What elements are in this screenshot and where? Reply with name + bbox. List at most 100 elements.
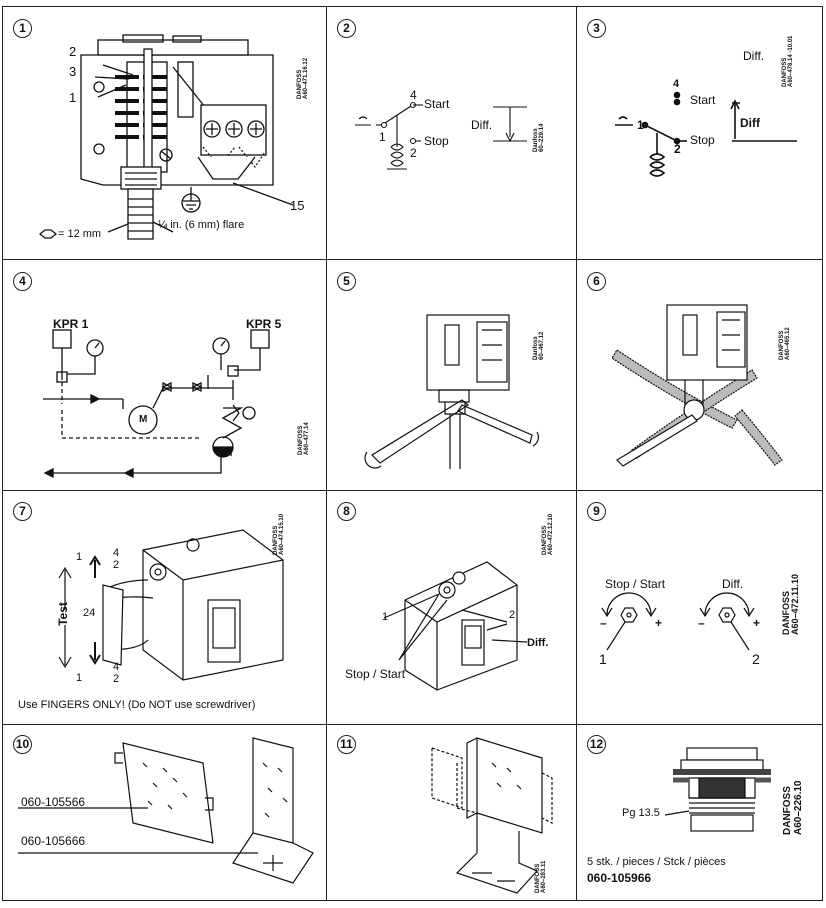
- motor-label: M: [139, 414, 148, 425]
- plus-left: +: [655, 616, 663, 630]
- terminal-2-top: 2: [113, 559, 120, 571]
- terminal-1-top: 1: [76, 551, 83, 563]
- panel-1: 1: [3, 7, 325, 258]
- start-label: Start: [690, 93, 716, 107]
- part-number: 060-105966: [587, 871, 652, 885]
- callout-1: 1: [69, 90, 77, 105]
- terminal-1-bottom: 1: [76, 672, 83, 684]
- label-1: 1: [599, 651, 607, 667]
- terminal-1: 1: [637, 118, 644, 132]
- plus-right: +: [753, 616, 761, 630]
- terminal-2: 2: [410, 146, 417, 160]
- diff-label: Diff: [740, 116, 760, 130]
- terminal-4-bottom: 4: [113, 661, 120, 673]
- diff-label: Diff.: [527, 637, 549, 649]
- start-label: Start: [424, 97, 450, 111]
- fingers-only-note: Use FINGERS ONLY! (Do NOT use screwdrive…: [18, 699, 256, 711]
- refrigeration-circuit-diagram: [43, 329, 270, 479]
- diff-top-label: Diff.: [743, 49, 765, 63]
- stop-label: Stop: [690, 133, 715, 147]
- test-label: Test: [55, 602, 70, 626]
- panel-10: 10 060-105566 060-105666: [3, 723, 325, 901]
- panel-number: 12: [587, 735, 606, 754]
- panel-number: 6: [587, 272, 606, 291]
- label-2: 2: [509, 609, 516, 621]
- mounting-brackets-illustration: [18, 737, 314, 884]
- panel-9: 9 Stop / Start Diff. – + – + 1 2 DANFOSS…: [577, 490, 823, 721]
- pg-size-label: Pg 13.5: [622, 807, 660, 819]
- instruction-grid: [2, 6, 823, 901]
- part-number-2: 060-105666: [21, 834, 86, 848]
- panel-number: 10: [13, 735, 32, 754]
- panel-7: 7 Test 1 4 2 24 1 4 2 Use FINGERS ONLY! …: [3, 490, 325, 721]
- adjustment-direction-diagram: [601, 592, 755, 651]
- part-number-1: 060-105566: [21, 795, 86, 809]
- pressure-switch-cutaway-diagram: [38, 34, 294, 240]
- terminal-1: 1: [379, 130, 386, 144]
- minus-left: –: [600, 616, 607, 630]
- quantity-line: 5 stk. / pieces / Stck / pièces: [587, 856, 726, 868]
- panel-number: 4: [13, 272, 32, 291]
- grid-divider: [3, 259, 822, 260]
- terminal-4: 4: [673, 78, 680, 90]
- panel-number: 1: [13, 19, 32, 38]
- grid-divider: [3, 490, 822, 491]
- grid-divider: [576, 7, 577, 900]
- panel-number: 8: [337, 502, 356, 521]
- setting-spindles-illustration: [383, 561, 528, 691]
- grid-divider: [3, 724, 822, 725]
- callout-2: 2: [69, 44, 77, 59]
- callout-3: 3: [69, 64, 77, 79]
- terminal-24: 24: [83, 607, 96, 619]
- panel-number: 7: [13, 502, 32, 521]
- switch-contact-diagram: [615, 91, 797, 177]
- kpr5-label: KPR 5: [246, 317, 282, 331]
- minus-right: –: [698, 616, 705, 630]
- panel-number: 5: [337, 272, 356, 291]
- grid-divider: [326, 7, 327, 900]
- callout-15: 15: [290, 198, 305, 213]
- panel-number: 9: [587, 502, 606, 521]
- terminal-2: 2: [674, 142, 681, 156]
- stop-start-label: Stop / Start: [345, 667, 406, 681]
- wrench-mounting-illustration: [364, 314, 539, 469]
- label-2: 2: [752, 651, 760, 667]
- terminal-4-top: 4: [113, 547, 120, 559]
- panel-4: 4 KPR 1: [3, 260, 325, 488]
- stop-label: Stop: [424, 134, 449, 148]
- flare-label: ¼ in. (6 mm) flare: [158, 219, 245, 231]
- switch-contact-diagram: [355, 101, 527, 170]
- terminal-4: 4: [410, 88, 417, 102]
- panel-number: 2: [337, 19, 356, 38]
- diff-label: Diff.: [471, 118, 493, 132]
- bracket-mounted-illustration: [431, 737, 553, 894]
- kpr1-label: KPR 1: [53, 317, 89, 331]
- panel-12: 12 Pg 13.5 5 stk. / pieces / Stck / pièc…: [577, 723, 823, 901]
- diff-label: Diff.: [722, 577, 744, 591]
- stop-start-label: Stop / Start: [605, 577, 666, 591]
- label-1: 1: [382, 611, 389, 623]
- wrench-cable-illustration: [611, 304, 783, 467]
- hex-size-label: = 12 mm: [58, 228, 102, 240]
- panel-number: 3: [587, 19, 606, 38]
- manual-test-illustration: [58, 529, 284, 681]
- cable-gland-cross-section: [664, 747, 771, 832]
- terminal-2-bottom: 2: [113, 673, 120, 685]
